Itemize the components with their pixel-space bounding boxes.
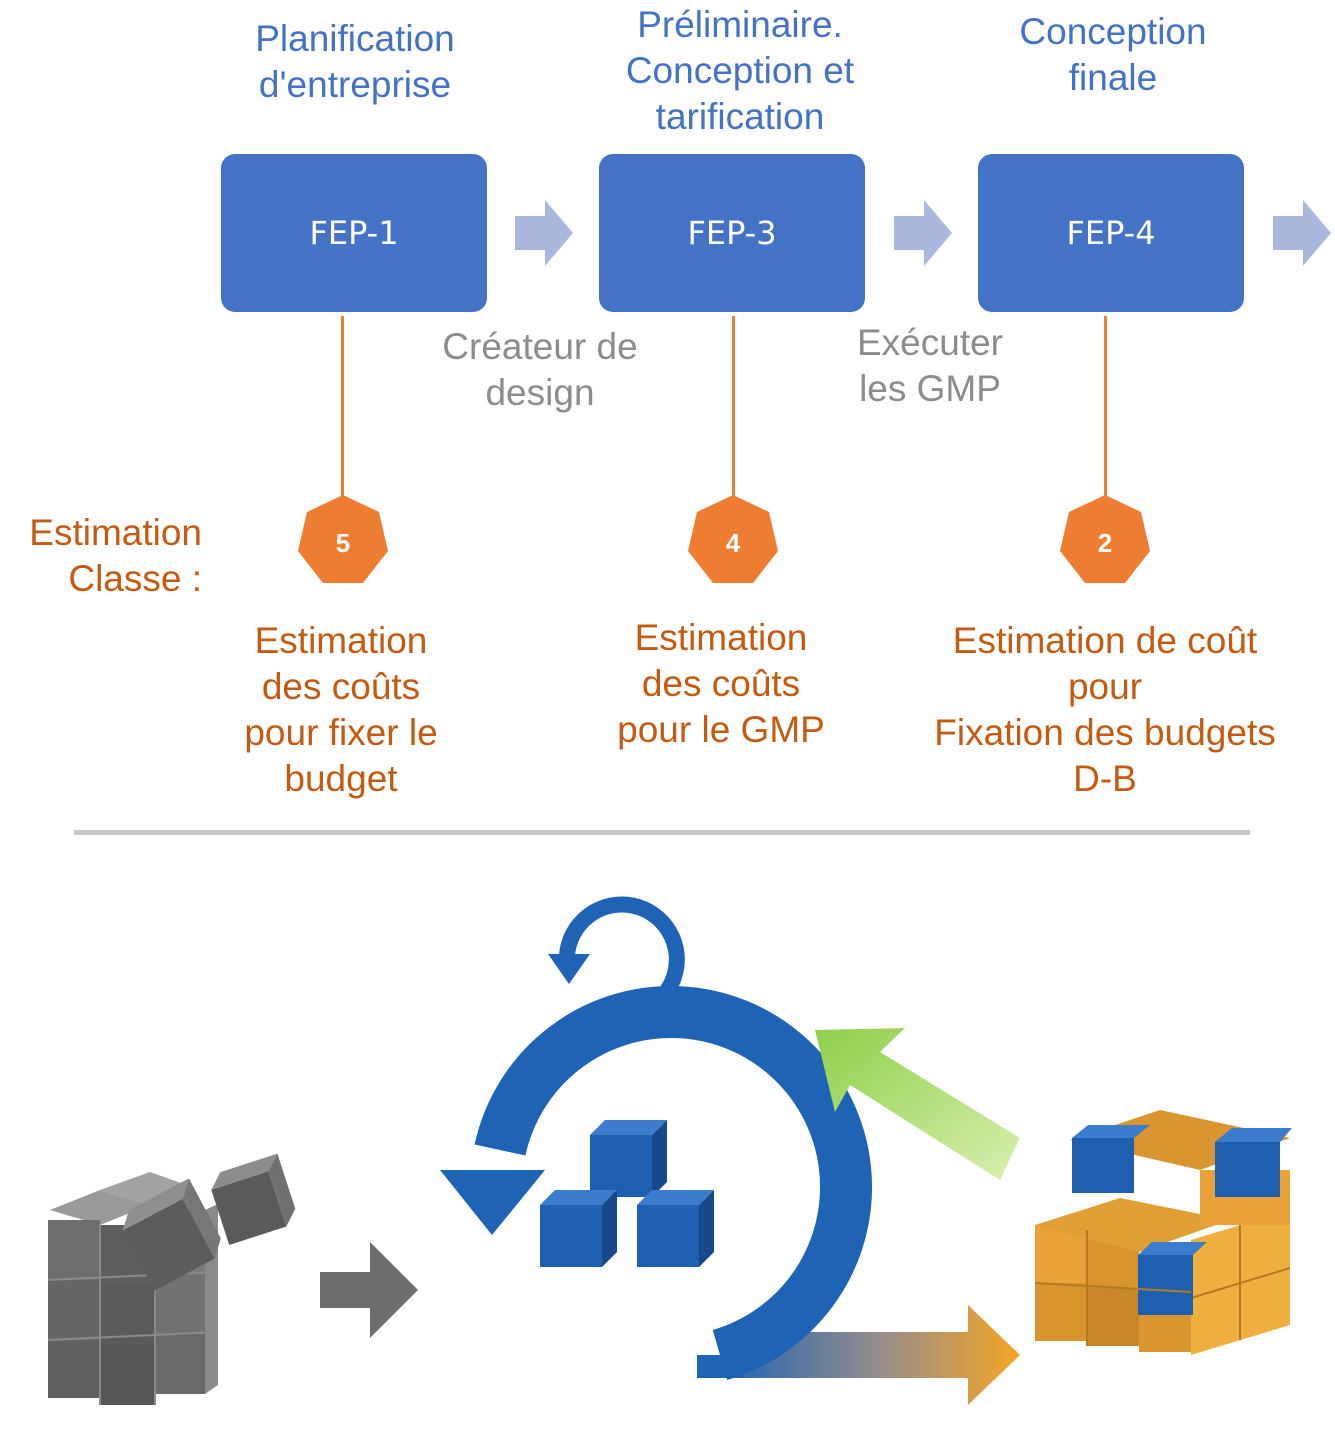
class-badge-3-value: 2 xyxy=(1098,528,1112,558)
gray-arrow-icon xyxy=(320,1242,418,1338)
phase-title-2: Préliminaire. Conception et tarification xyxy=(625,4,855,137)
connector-line-2 xyxy=(732,316,735,498)
connector-line-1 xyxy=(341,316,344,498)
fep-box-3-label: FEP-4 xyxy=(1066,214,1156,252)
class-badge-2-value: 4 xyxy=(726,528,741,558)
section-divider xyxy=(74,830,1250,835)
process-illustration xyxy=(47,896,1292,1405)
gray-cubes-pile-icon xyxy=(47,1153,296,1405)
class-badge-1-value: 5 xyxy=(336,528,350,558)
green-feedback-arrow-icon xyxy=(815,1028,1020,1180)
assembled-cube-icon xyxy=(1034,1110,1292,1355)
class-badge-2: 4 xyxy=(688,495,778,583)
fep-box-2-label: FEP-3 xyxy=(687,214,777,252)
between-label-2: Exécuter les GMP xyxy=(856,322,1003,409)
class-badge-3: 2 xyxy=(1060,495,1150,583)
fep-box-1-label: FEP-1 xyxy=(309,214,399,252)
phase-title-3: Conception finale xyxy=(1019,11,1207,98)
flow-arrow-icon-1 xyxy=(515,200,573,266)
fep-box-1: FEP-1 xyxy=(221,154,487,312)
estimate-text-3: Estimation de coût pour Fixation des bud… xyxy=(934,620,1276,799)
class-badge-1: 5 xyxy=(298,495,388,583)
iterative-cycle-icon xyxy=(440,896,872,1380)
estimate-text-2: Estimation des coûts pour le GMP xyxy=(617,617,825,750)
between-label-1: Créateur de design xyxy=(442,326,638,413)
connector-line-3 xyxy=(1104,316,1107,498)
estimate-text-1: Estimation des coûts pour fixer le budge… xyxy=(244,620,438,799)
phase-title-1: Planification d'entreprise xyxy=(255,18,455,105)
fep-box-2: FEP-3 xyxy=(599,154,865,312)
flow-arrow-icon-3 xyxy=(1273,200,1331,266)
gradient-arrow-icon xyxy=(720,1305,1020,1405)
flow-arrow-icon-2 xyxy=(894,200,952,266)
fep-box-3: FEP-4 xyxy=(978,154,1244,312)
estimation-class-label: Estimation Classe : xyxy=(29,512,202,599)
